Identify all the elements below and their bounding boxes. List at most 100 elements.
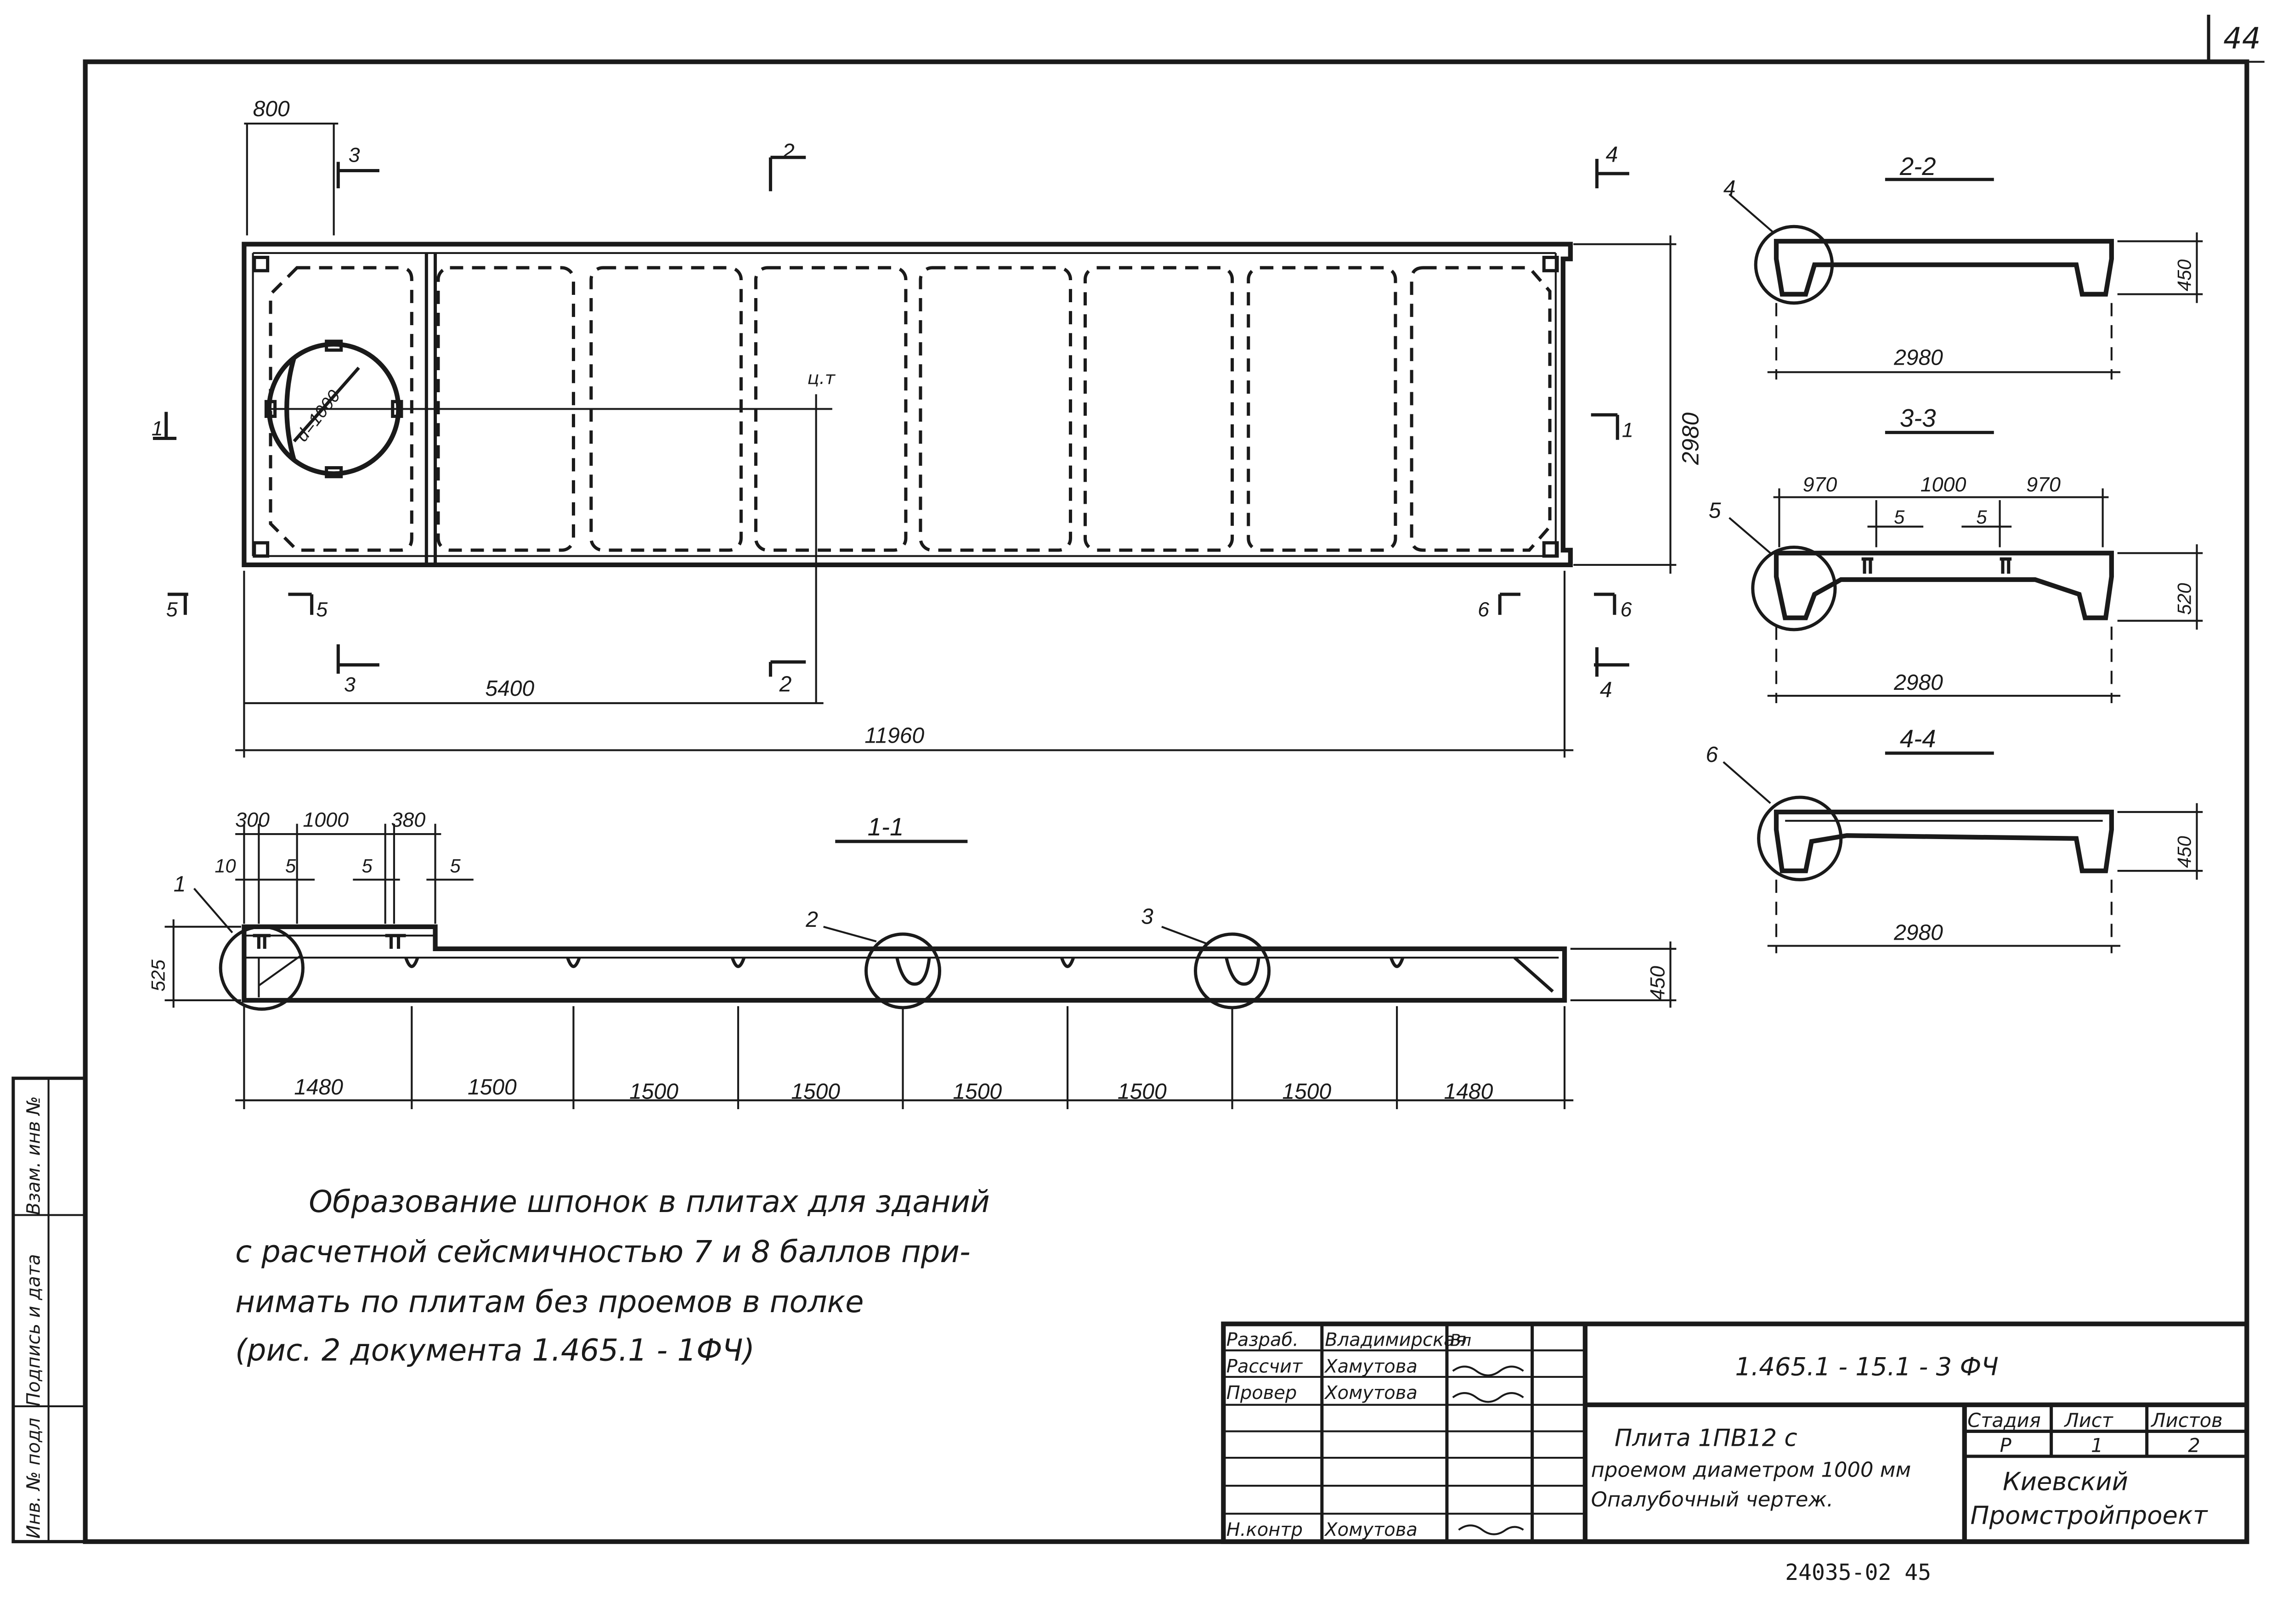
span-4: 1500 <box>791 1080 840 1104</box>
detail-4-label: 4 <box>1723 176 1736 201</box>
section-3-3-width: 2980 <box>1893 671 1943 695</box>
cut-mark-1-left: 1 <box>152 417 163 440</box>
cut-mark-1-right: 1 <box>1622 418 1633 441</box>
document-code: 1.465.1 - 15.1 - 3 ФЧ <box>1735 1352 1998 1382</box>
name-checked: Хомутова <box>1324 1382 1418 1404</box>
span-8: 1480 <box>1444 1080 1493 1104</box>
detail-1-label: 1 <box>174 872 186 897</box>
signature-mark <box>1458 1524 1524 1535</box>
detail-5-label: 5 <box>1709 498 1721 523</box>
section-1-1: 1-1 1 2 3 300 1000 <box>147 808 1677 1109</box>
name-norm-control: Хомутова <box>1324 1519 1418 1540</box>
name-developed: Владимирская <box>1325 1330 1466 1351</box>
span-6: 1500 <box>1118 1080 1167 1104</box>
section-3-3-height: 520 <box>2174 583 2195 615</box>
section-2-2-title: 2-2 <box>1899 152 1936 180</box>
product-title-line-1: Плита 1ПВ12 с <box>1615 1424 1797 1452</box>
dim-5-a: 5 <box>285 855 296 876</box>
section-3-3: 3-3 970 1000 970 5 5 5 520 2980 <box>1709 404 2203 703</box>
dim-2980-plan: 2980 <box>1677 412 1703 465</box>
stamp-field-inv-original: Инв. № подл <box>23 1418 44 1539</box>
plan-view: d=1000 ц.т 800 2980 5400 11960 1 1 2 2 3 <box>152 97 1703 758</box>
stage-value: Р <box>2000 1434 2012 1456</box>
cut-mark-6-left: 6 <box>1478 598 1489 621</box>
cut-mark-2-bottom: 2 <box>779 672 792 696</box>
stamp-field-replaced-inv: Взам. инв № <box>23 1096 44 1215</box>
section-4-4: 4-4 6 450 2980 <box>1706 725 2203 953</box>
span-3: 1500 <box>629 1080 678 1104</box>
sheets-value: 2 <box>2188 1434 2200 1456</box>
sheet-header: Лист <box>2063 1409 2113 1432</box>
dim-970-left: 970 <box>1803 473 1837 496</box>
role-calculated: Рассчит <box>1226 1356 1303 1377</box>
dim-5-right: 5 <box>1976 506 1987 528</box>
span-5: 1500 <box>953 1080 1002 1104</box>
dim-525: 525 <box>147 959 169 991</box>
cut-mark-5-left: 5 <box>166 598 178 621</box>
span-1: 1480 <box>294 1075 343 1100</box>
section-1-1-title: 1-1 <box>868 813 904 841</box>
sheet-frame: 44 <box>83 15 2265 1544</box>
signature-mark <box>1452 1392 1524 1403</box>
cut-mark-5-right: 5 <box>316 598 328 621</box>
section-4-4-title: 4-4 <box>1900 725 1936 753</box>
dim-11960: 11960 <box>864 723 924 748</box>
dim-1000-mid: 1000 <box>1921 473 1966 496</box>
dim-1000: 1000 <box>303 808 349 831</box>
dim-5-c: 5 <box>450 855 461 876</box>
sheets-header: Листов <box>2150 1409 2222 1432</box>
section-2-2: 2-2 4 450 2980 <box>1723 152 2203 380</box>
span-2: 1500 <box>468 1075 517 1100</box>
signature-mark <box>1452 1365 1524 1376</box>
detail-2-label: 2 <box>805 908 818 932</box>
role-checked: Провер <box>1226 1382 1297 1404</box>
organization-line-1: Киевский <box>2003 1467 2128 1496</box>
archive-number: 24035-02 45 <box>1785 1560 1931 1585</box>
section-4-4-width: 2980 <box>1893 921 1943 945</box>
opening-diameter: d=1000 <box>292 386 345 445</box>
dim-970-right: 970 <box>2026 473 2061 496</box>
organization-line-2: Промстройпроект <box>1971 1500 2208 1530</box>
cut-mark-4-top: 4 <box>1606 142 1618 167</box>
detail-3-label: 3 <box>1141 904 1153 929</box>
dim-300: 300 <box>235 808 270 831</box>
stage-header: Стадия <box>1967 1409 2041 1432</box>
product-title-line-3: Опалубочный чертеж. <box>1591 1487 1833 1511</box>
note-line-4: (рис. 2 документа 1.465.1 - 1ФЧ) <box>235 1333 755 1368</box>
cut-mark-2-top: 2 <box>782 140 795 164</box>
cut-mark-3-bottom: 3 <box>344 673 356 696</box>
dim-800: 800 <box>253 97 290 121</box>
dim-5-b: 5 <box>362 855 373 876</box>
sheet-number: 44 <box>2223 22 2260 56</box>
stamp-field-signature-date: Подпись и дата <box>23 1254 44 1406</box>
dim-5400: 5400 <box>485 677 534 701</box>
note-line-3: нимать по плитам без проемов в полке <box>235 1285 864 1320</box>
role-developed: Разраб. <box>1226 1330 1299 1351</box>
cut-mark-3-top: 3 <box>349 143 360 166</box>
cut-mark-4-bottom: 4 <box>1600 678 1612 702</box>
note-text: Образование шпонок в плитах для зданий с… <box>235 1184 990 1368</box>
cut-mark-6-right: 6 <box>1621 598 1632 621</box>
section-4-4-height: 450 <box>2174 836 2195 868</box>
centre-of-gravity-label: ц.т <box>807 368 836 389</box>
dim-10: 10 <box>215 855 236 876</box>
note-line-1: Образование шпонок в плитах для зданий <box>309 1184 990 1219</box>
side-stamp: Взам. инв № Подпись и дата Инв. № подл <box>11 1077 87 1544</box>
sign-developed: Вл <box>1450 1331 1471 1350</box>
dim-5-left: 5 <box>1894 506 1905 528</box>
name-calculated: Хамутова <box>1324 1356 1418 1377</box>
section-2-2-height: 450 <box>2174 259 2195 291</box>
section-2-2-width: 2980 <box>1893 345 1943 370</box>
dim-380: 380 <box>391 808 426 831</box>
dim-450-right: 450 <box>1646 966 1669 1000</box>
span-7: 1500 <box>1282 1080 1331 1104</box>
detail-6-label: 6 <box>1706 743 1718 767</box>
role-norm-control: Н.контр <box>1226 1519 1303 1540</box>
section-3-3-title: 3-3 <box>1900 404 1936 432</box>
product-title-line-2: проемом диаметром 1000 мм <box>1591 1458 1911 1482</box>
title-block: Разраб. Владимирская Вл Рассчит Хамутова… <box>1221 1321 2249 1544</box>
note-line-2: с расчетной сейсмичностью 7 и 8 баллов п… <box>235 1235 971 1269</box>
sheet-value: 1 <box>2091 1434 2103 1456</box>
